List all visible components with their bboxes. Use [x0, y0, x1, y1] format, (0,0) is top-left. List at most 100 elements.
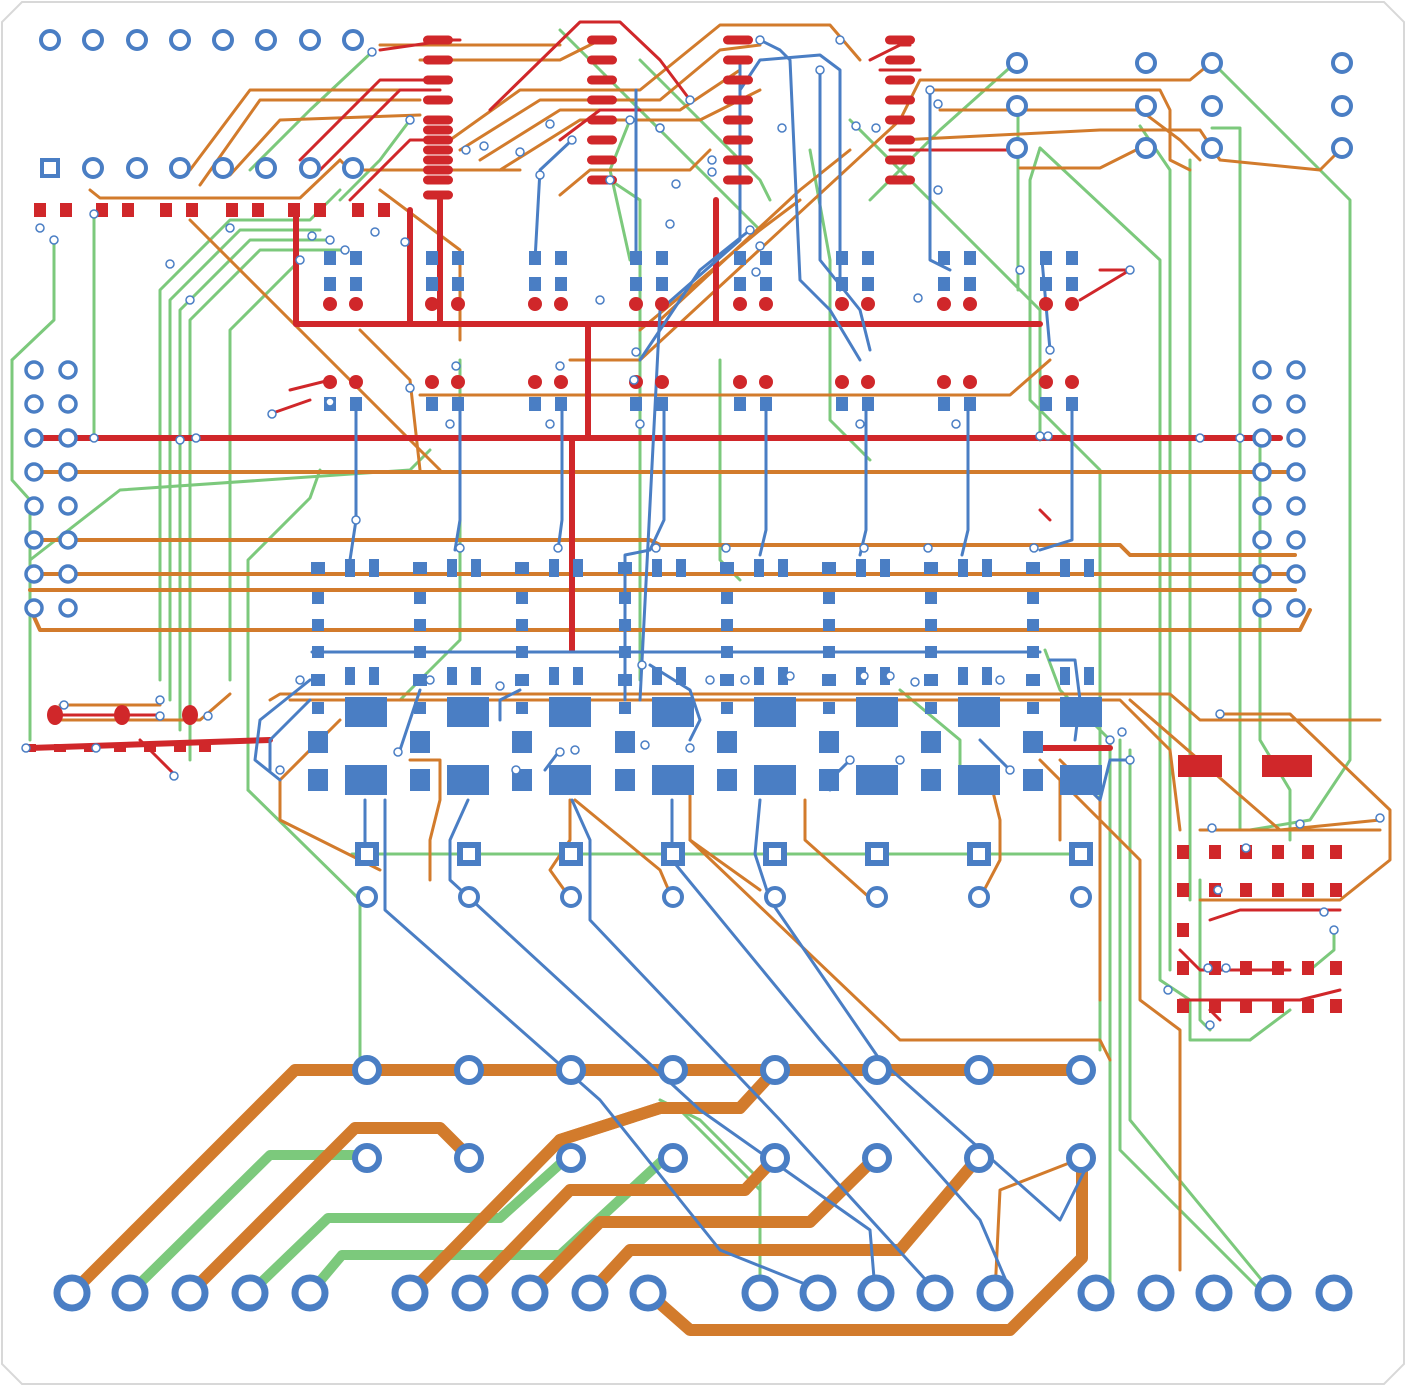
resistor-pad [323, 297, 337, 311]
mosfet-pad [717, 769, 737, 791]
via [755, 35, 765, 45]
ic-pin [423, 75, 453, 85]
ic-pin [723, 55, 753, 65]
driver-pad [778, 559, 788, 577]
transistor-pad [862, 277, 874, 291]
mosfet-pad [308, 769, 328, 791]
via [665, 219, 675, 229]
header-pin [1201, 137, 1223, 159]
resistor-pad [1065, 297, 1079, 311]
header-pin [1286, 394, 1306, 414]
header-pin [1006, 52, 1028, 74]
connector-pin [629, 1274, 667, 1312]
driver-pad [823, 702, 835, 714]
resistor-pad [1039, 375, 1053, 389]
via [1215, 709, 1225, 719]
mosfet-pad [921, 769, 941, 791]
output-pin-square-hole [769, 848, 781, 860]
via [855, 419, 865, 429]
header-pin [1135, 95, 1157, 117]
mosfet-pad [410, 731, 430, 753]
connector-pin [799, 1274, 837, 1312]
driver-pad [369, 559, 379, 577]
header-pin [212, 29, 234, 51]
green-trace [178, 238, 332, 732]
transistor-pad [426, 251, 438, 265]
ic-pin [226, 203, 238, 217]
header-pin [1201, 95, 1223, 117]
resistor-pad [655, 297, 669, 311]
header-pin [1331, 137, 1353, 159]
driver-pad [619, 619, 631, 631]
red-trace [868, 43, 912, 62]
connector-pin [391, 1274, 429, 1312]
driver-pad [720, 674, 734, 686]
ic-pin [423, 175, 453, 185]
orange-bus [28, 538, 1297, 557]
terminal-pin [658, 1055, 688, 1085]
blue-trace [670, 798, 1012, 1292]
resistor-pad [733, 297, 747, 311]
terminal-pin [454, 1143, 484, 1173]
via [1319, 907, 1329, 917]
ic-pin [423, 165, 453, 175]
blue-trace [638, 228, 752, 362]
blue-trace [448, 798, 877, 1292]
driver-pad [619, 702, 631, 714]
driver-pad [471, 559, 481, 577]
via [451, 361, 461, 371]
green-trace [338, 118, 412, 202]
driver-pad [1027, 619, 1039, 631]
via [895, 755, 905, 765]
ic-pin [1330, 999, 1342, 1013]
ic-pin [885, 75, 915, 85]
driver-pad [721, 619, 733, 631]
ic-pin [587, 155, 617, 165]
via [635, 419, 645, 429]
resistor-pad [451, 297, 465, 311]
blue-trace [648, 663, 702, 742]
resistor-pad [835, 375, 849, 389]
transistor-pad [760, 251, 772, 265]
header-pin [24, 462, 44, 482]
resistor-pad [963, 297, 977, 311]
driver-pad [754, 667, 764, 685]
driver-pad [1027, 702, 1039, 714]
transistor-pad [964, 277, 976, 291]
driver-pad [515, 674, 529, 686]
via [225, 223, 235, 233]
transistor-pad [656, 251, 668, 265]
transistor-pad [760, 277, 772, 291]
transistor-pad [938, 397, 950, 411]
ic-pin [1302, 999, 1314, 1013]
orange-trace [1038, 758, 1182, 1272]
smd-pad [174, 744, 186, 752]
header-pin [212, 157, 234, 179]
blue-trace [253, 678, 312, 782]
ic-pin [1272, 961, 1284, 975]
transistor-pad [656, 397, 668, 411]
header-pin [58, 394, 78, 414]
via [91, 743, 101, 753]
driver-pad [721, 592, 733, 604]
header-pin [1252, 360, 1272, 380]
orange-trace [448, 23, 862, 142]
blue-trace [398, 688, 422, 752]
connector-pin [571, 1274, 609, 1312]
driver-pad [822, 562, 836, 574]
mosfet-pad [615, 731, 635, 753]
terminal-pin [454, 1055, 484, 1085]
output-pin [764, 886, 786, 908]
via [951, 419, 961, 429]
ic-pin [352, 203, 364, 217]
orange-trace [498, 88, 762, 172]
via [1163, 985, 1173, 995]
blue-trace [928, 88, 952, 272]
connector-pin [511, 1274, 549, 1312]
driver-pad [823, 646, 835, 658]
resistor-pad [528, 297, 542, 311]
driver-pad [573, 559, 583, 577]
transistor-pad [529, 251, 541, 265]
via [461, 145, 471, 155]
orange-wide-trace [642, 1152, 1088, 1336]
